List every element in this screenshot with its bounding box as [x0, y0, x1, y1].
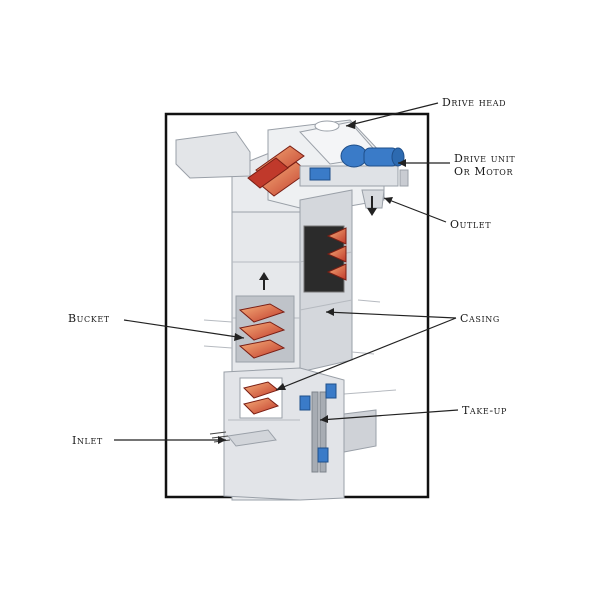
arrowhead-outlet	[384, 197, 393, 204]
arrowhead-casing-lower	[276, 383, 286, 390]
label-drive-unit-line2: Or Motor	[454, 165, 514, 178]
head-vent	[314, 120, 340, 132]
bucket-window	[235, 295, 295, 363]
leader-arrowheads	[218, 120, 406, 444]
arrowhead-bucket	[234, 333, 244, 341]
label-drive-unit-line1: Drive unit	[454, 152, 516, 165]
leader-drive-head	[345, 102, 439, 127]
label-take-up: Take-up	[462, 404, 507, 417]
arrowhead-drive-head	[346, 120, 356, 129]
arrowhead-inlet	[218, 436, 226, 444]
arrowhead-take-up	[320, 415, 328, 423]
leader-take-up	[319, 409, 459, 421]
leader-bucket	[123, 319, 245, 339]
leader-outlet	[383, 197, 447, 223]
label-drive-head: Drive head	[442, 96, 507, 109]
label-casing: Casing	[460, 312, 500, 325]
leader-casing-upper	[325, 311, 457, 319]
leader-casing-lower	[275, 317, 457, 391]
arrowhead-casing-upper	[326, 308, 334, 316]
descending-leg-window	[303, 225, 347, 293]
label-bucket: Bucket	[68, 312, 110, 325]
arrowhead-drive-unit	[398, 159, 406, 167]
take-up-assembly	[299, 383, 337, 473]
label-outlet: Outlet	[450, 218, 492, 231]
label-inlet: Inlet	[72, 434, 103, 447]
inlet-chute-top	[175, 131, 251, 179]
boot-section	[209, 367, 377, 501]
outlet-chute	[361, 189, 385, 216]
leader-lines	[114, 102, 459, 441]
inlet-chute	[227, 429, 277, 447]
